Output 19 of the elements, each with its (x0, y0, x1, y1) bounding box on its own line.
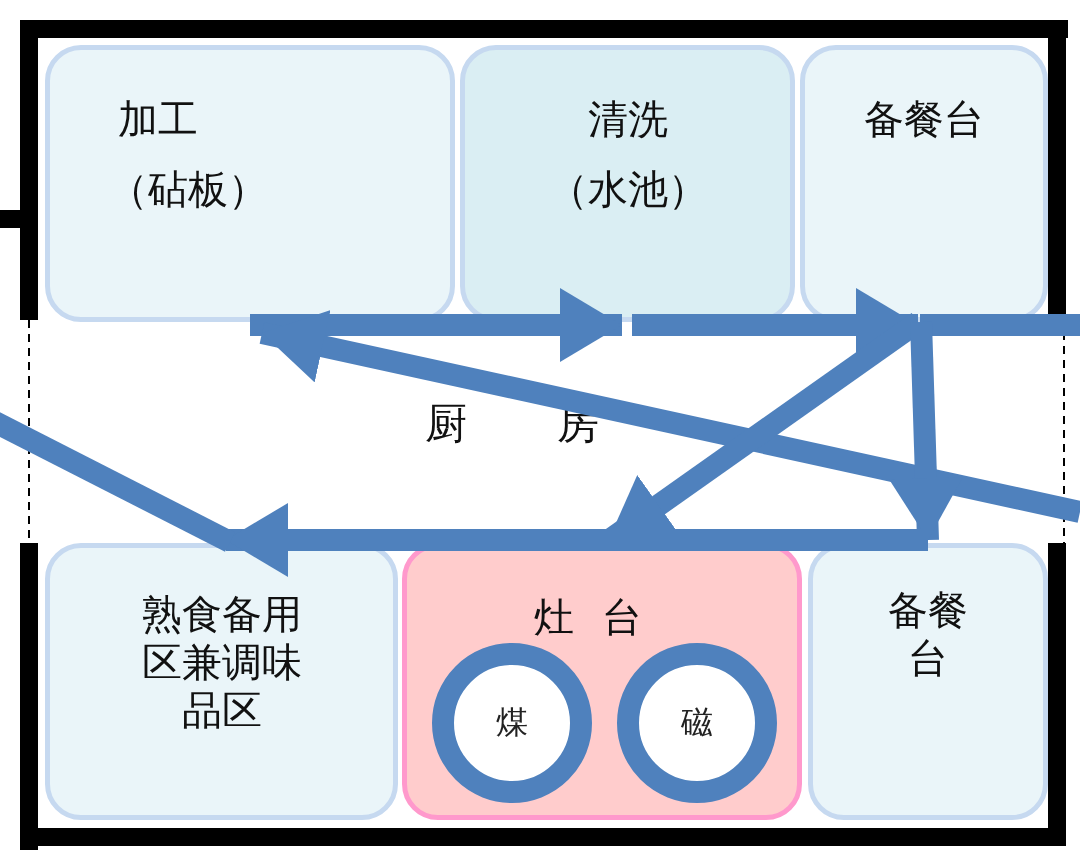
area-box (808, 543, 1048, 820)
area-label: （砧板） (108, 165, 268, 213)
area-box (800, 45, 1048, 322)
area-box (45, 45, 455, 322)
area-box (45, 543, 398, 820)
area-label: 加工 (118, 95, 198, 143)
area-label: 备餐台 (887, 586, 969, 682)
burner-label: 煤 (496, 702, 528, 743)
flow-arrow (250, 288, 622, 362)
area-label: 灶台 (534, 593, 670, 641)
area-box (460, 45, 795, 322)
area-label: 备餐台 (864, 95, 984, 143)
flow-arrow (226, 503, 928, 577)
burner-label: 磁 (681, 702, 713, 743)
flow-line (920, 314, 1080, 336)
area-label: （水池） (547, 165, 708, 213)
area-label: 熟食备用区兼调味品区 (140, 590, 303, 734)
flow-arrow (259, 310, 1080, 523)
area-label: 清洗 (587, 95, 668, 143)
